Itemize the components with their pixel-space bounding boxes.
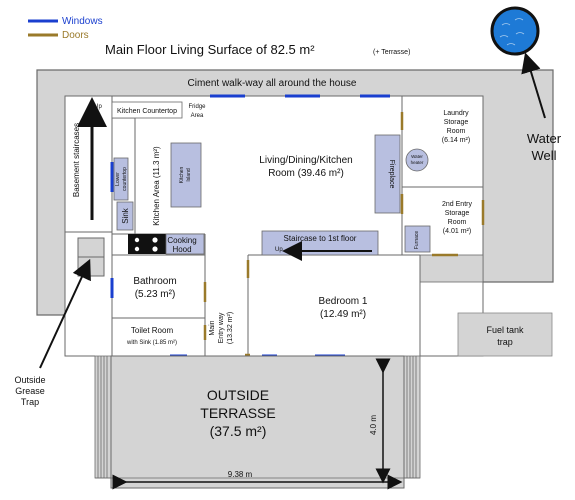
fuel-tank-label-2: trap [497,337,513,347]
bedroom-label-1: Bedroom 1 [319,296,368,307]
storage2-label-1: 2nd Entry [442,201,472,208]
terrace-right-steps [403,355,421,479]
main-entry-label-3: (13.32 m²) [227,312,234,344]
terrace-label-3: (37.5 m²) [210,423,267,439]
house-lower-area [95,255,420,356]
legend-windows-label: Windows [62,16,103,27]
sink-label: Sink [121,207,130,224]
terrace-width-label: 9.38 m [228,470,253,479]
storage2-label-3: Room [448,219,467,226]
fireplace-label: Fireplace [388,160,395,189]
grease-trap-label-1: Outside [14,375,45,385]
side-walkway [419,254,484,283]
cooking-hood-label-2: Hood [172,245,191,254]
fuel-tank [457,312,553,357]
laundry-label-1: Laundry [443,110,469,117]
terrace [110,355,405,489]
terrace-left-steps [94,355,112,479]
water-heater-label-1: Water [411,154,423,159]
main-entry-label-1: Main [209,320,216,335]
kitchen-island-label-1: Kitchen [179,166,185,183]
toilet-room-label-1: Toilet Room [131,326,174,335]
page-title-suffix: (+ Terrasse) [373,49,410,56]
cooking-hood [165,233,205,255]
furnace-label: Furnace [414,231,420,250]
fridge-area-label-1: Fridge [188,104,206,110]
grease-trap-arrow [39,258,91,369]
burners [134,237,158,252]
legend-doors-label: Doors [62,30,89,41]
water-well [490,6,540,56]
fireplace [374,134,401,214]
water-well-ripples [499,18,525,46]
cooking-hood-label-1: Cooking [167,236,196,245]
main-entry-label-2: Entry way [218,312,225,343]
lower-countertop-label-1: Lower [115,172,121,186]
basement-staircases-label: Basement staircases [72,123,81,197]
kitchen-countertop [111,101,183,119]
bedroom-label-2: (12.49 m²) [320,309,366,320]
water-heater [405,148,429,172]
laundry-label-2: Storage [444,119,469,126]
kitchen-area-label: Kitchen Area (11.3 m²) [152,146,161,226]
staircase-label: Staircase to 1st floor [284,234,357,243]
terrace-label-1: OUTSIDE [207,387,269,403]
bathroom-label-2: (5.23 m²) [135,289,176,300]
basement-up-label: Up [94,104,102,110]
living-room-label-1: Living/Dining/Kitchen [259,155,352,166]
water-well-label-1: Water [527,131,562,146]
lower-countertop-label-2: countertop [122,167,128,191]
laundry-label-4: (6.14 m²) [442,137,470,144]
furnace [404,225,431,253]
living-room-label-2: Room (39.46 m²) [268,168,344,179]
grease-trap-label-2: Grease [15,386,45,396]
water-well-arrow [521,52,546,119]
lower-countertop [113,157,129,201]
cooktop [128,234,166,254]
laundry-label-3: Room [447,128,466,135]
storage2-label-4: (4.01 m²) [443,228,471,235]
kitchen-island-label-2: Island [186,168,192,182]
doors [203,112,485,357]
kitchen-countertop-label: Kitchen Countertop [117,108,177,115]
fuel-tank-label-1: Fuel tank [486,325,524,335]
terrace-depth-label: 4.0 m [369,415,378,435]
fridge-area-label-2: Area [191,113,204,119]
page-title: Main Floor Living Surface of 82.5 m² [105,42,315,57]
staircase-up-label: Up [275,247,283,253]
grease-trap-label-3: Trap [21,397,39,407]
sink [116,201,134,231]
walkway-label: Ciment walk-way all around the house [188,78,357,89]
water-well-label-2: Well [531,148,556,163]
storage2-label-2: Storage [445,210,470,217]
kitchen-island [170,142,202,208]
bathroom-label-1: Bathroom [133,276,176,287]
toilet-room-label-2: with Sink (1.85 m²) [126,340,177,346]
terrace-label-2: TERRASSE [200,405,275,421]
water-heater-label-2: heater [411,160,424,165]
